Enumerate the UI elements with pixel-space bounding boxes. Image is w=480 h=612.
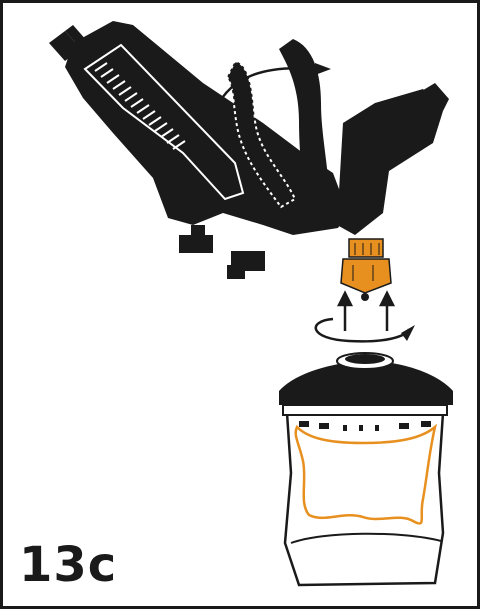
rotation-arrow [316, 319, 415, 341]
orange-cup-adapter [341, 239, 391, 301]
adjustment-knobs [179, 225, 265, 279]
clear-cup [283, 405, 447, 585]
nozzle-head [337, 89, 443, 235]
step-label: 13c [19, 541, 117, 589]
spray-gun-illustration [49, 21, 449, 279]
spray-gun-cup-diagram [3, 3, 480, 612]
cup-lid [279, 353, 453, 405]
